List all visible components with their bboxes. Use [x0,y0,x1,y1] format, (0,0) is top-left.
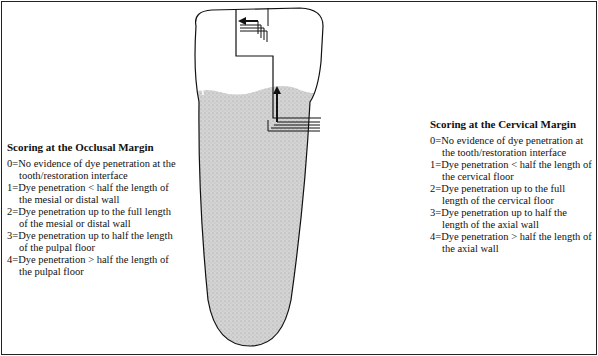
scoring-heading: Scoring at the Occlusal Margin [7,141,179,154]
score-definition: 2=Dye penetration up to the full length … [430,183,592,207]
scoring-column: Scoring at the Cervical Margin 0=No evide… [430,118,592,255]
score-definition: 1=Dye penetration < half the length of t… [430,159,592,183]
occlusal-dye-arrow [240,21,267,42]
scoring-heading: Scoring at the Cervical Margin [430,118,592,131]
score-definition: 3=Dye penetration up to half the length … [7,230,179,254]
score-definition: 4=Dye penetration > half the length of t… [7,254,179,278]
cervical-dye-arrow [268,88,320,131]
tooth-outline [195,8,323,346]
score-definition: 0=No evidence of dye penetration at the … [7,158,179,182]
scoring-column: Scoring at the Occlusal Margin 0=No evide… [7,141,179,278]
score-definition: 0=No evidence of dye penetration at the … [430,135,592,159]
score-definition: 2=Dye penetration up to the full length … [7,206,179,230]
gingiva-shade [180,86,340,356]
score-definition: 1=Dye penetration < half the length of t… [7,182,179,206]
score-definition: 4=Dye penetration > half the length of t… [430,231,592,255]
restoration-margin [268,8,269,26]
score-definition: 3=Dye penetration up to half the length … [430,207,592,231]
restoration-outline [236,9,321,118]
